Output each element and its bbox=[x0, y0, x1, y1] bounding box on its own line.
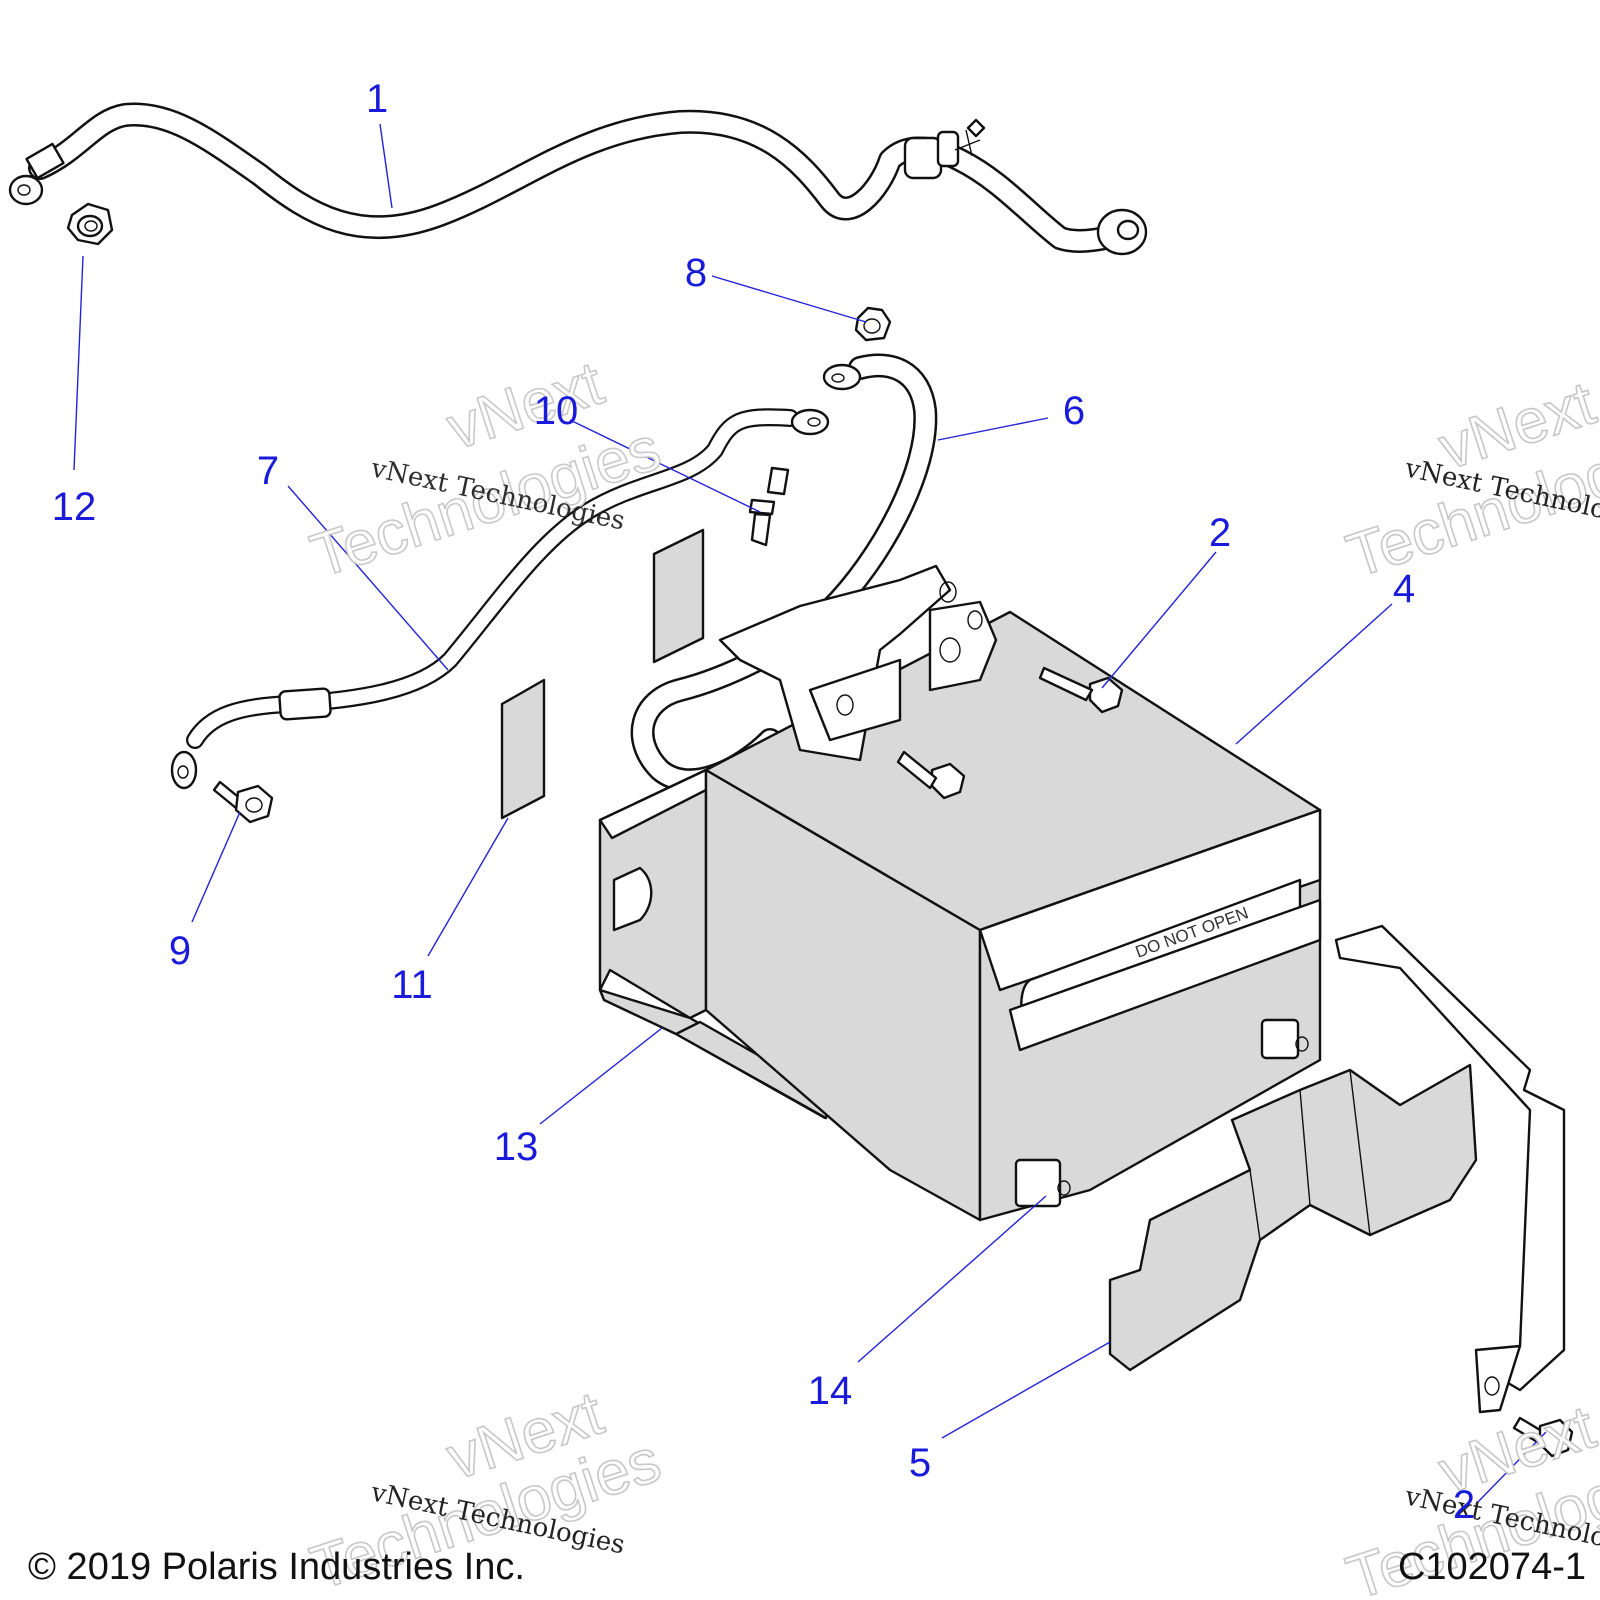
hold-down-bracket bbox=[718, 564, 998, 762]
watermark-top-right: vNext Technologies vNext Technologies bbox=[1338, 368, 1600, 592]
bolt-2-lower bbox=[1512, 1416, 1574, 1458]
leader-lines bbox=[73, 123, 1547, 1505]
callout-2: 2 bbox=[1453, 1483, 1475, 1527]
bolt-9 bbox=[212, 780, 274, 824]
callout-6: 6 bbox=[1063, 389, 1085, 433]
callout-1: 1 bbox=[366, 77, 388, 121]
callout-8: 8 bbox=[685, 251, 707, 295]
pad-11 bbox=[500, 528, 705, 820]
cable-1 bbox=[8, 102, 1148, 256]
callout-4: 4 bbox=[1393, 567, 1415, 611]
copyright-notice: © 2019 Polaris Industries Inc. bbox=[28, 1546, 525, 1588]
nut-12 bbox=[66, 202, 114, 246]
callouts: 1 2 2 4 5 6 7 8 9 10 11 12 13 14 bbox=[52, 77, 1475, 1527]
callout-10: 10 bbox=[534, 389, 579, 433]
callout-9: 9 bbox=[169, 929, 191, 973]
callout-14: 14 bbox=[808, 1369, 853, 1413]
cable-7 bbox=[170, 408, 830, 790]
callout-2: 2 bbox=[1209, 511, 1231, 555]
callout-12: 12 bbox=[52, 485, 97, 529]
tray-13 bbox=[598, 768, 832, 1120]
cover-5 bbox=[1108, 1063, 1478, 1372]
push-pin-10 bbox=[748, 466, 790, 547]
strap-bracket bbox=[1334, 924, 1566, 1414]
watermark-top-left: vNext Technologies vNext Technologies bbox=[302, 348, 669, 592]
nut-8 bbox=[854, 306, 892, 342]
callout-11: 11 bbox=[391, 963, 433, 1007]
callout-7: 7 bbox=[257, 449, 279, 493]
callout-5: 5 bbox=[909, 1441, 931, 1485]
figure-id: C102074-1 bbox=[1397, 1546, 1586, 1588]
callout-13: 13 bbox=[494, 1125, 539, 1169]
